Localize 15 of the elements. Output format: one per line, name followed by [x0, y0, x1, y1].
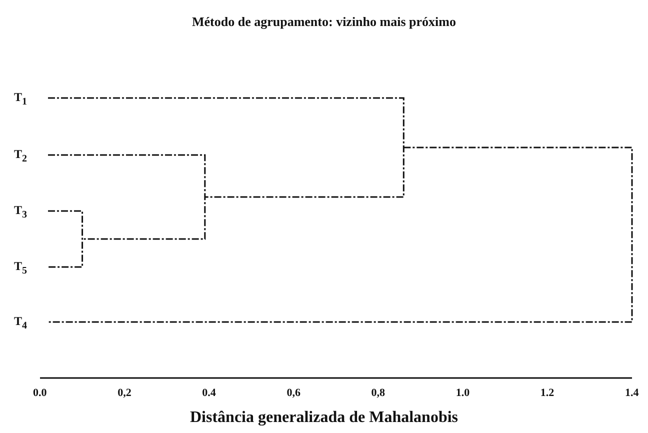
- leaf-label: T$_{3}$: [14, 202, 28, 220]
- axis-tick-label: 0,6: [286, 387, 300, 399]
- leaf-label: T$_{4}$: [14, 314, 28, 331]
- axis-tick-label: 0.4: [202, 387, 216, 399]
- axis-tick-label: 1.0: [456, 387, 470, 399]
- leaf-label: T$_{2}$: [14, 146, 28, 164]
- axis-tick-label: 0,2: [118, 387, 132, 399]
- chart-title: Método de agrupamento: vizinho mais próximo: [192, 14, 456, 30]
- axis-title: Distância generalizada de Mahalanobis: [190, 409, 458, 427]
- axis-tick-label: 0,8: [371, 387, 386, 399]
- axis-tick-label: 1.2: [540, 387, 554, 399]
- axis-tick-label: 0.0: [33, 387, 47, 399]
- leaf-label: T$_{5}$: [14, 258, 28, 276]
- axis-tick-label: 1.4: [625, 387, 639, 399]
- leaf-label: T$_{1}$: [14, 90, 28, 107]
